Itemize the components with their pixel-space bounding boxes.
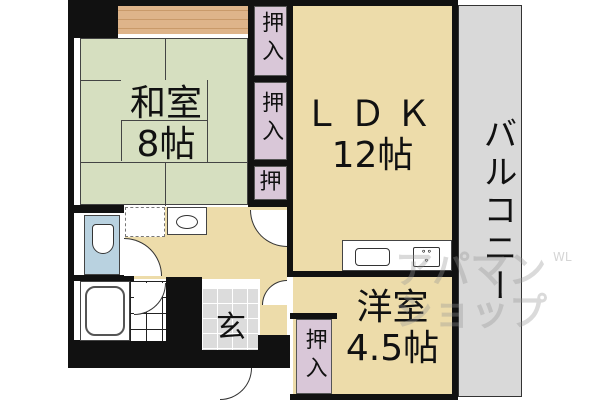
watermark-line2: ショップ [395, 289, 548, 334]
watermark: アパマン ショップ [395, 248, 548, 334]
basin-icon [176, 215, 198, 229]
closet-4: 押入 [296, 319, 332, 394]
genkan-label: 玄 [216, 310, 246, 345]
balcony: バルコニー [458, 5, 522, 397]
outer-wall-top-left [68, 0, 118, 38]
kitchen-counter: ∘∘∘ [342, 240, 452, 271]
room-washitsu: 和室 8帖 [80, 38, 249, 206]
balcony-label: バルコニー [477, 116, 517, 306]
wall-washitsu-right [248, 0, 254, 210]
ldk-label: ＬＤＫ 12帖 [293, 94, 452, 177]
toilet-room [84, 215, 120, 275]
ldk-name: ＬＤＫ [303, 94, 442, 135]
sink-icon [355, 248, 390, 266]
outer-wall-top [68, 0, 458, 6]
ldk-size: 12帖 [331, 135, 414, 177]
watermark-line1: アパマン [395, 248, 547, 292]
room-ldk: ＬＤＫ 12帖 ∘∘∘ [293, 6, 452, 271]
wall-closet-divider-1 [254, 76, 290, 82]
closet-3: 押 [254, 166, 287, 200]
youshitsu-name: 洋室 [356, 287, 429, 328]
stove-icon: ∘∘∘ [413, 247, 440, 267]
washitsu-label: 和室 8帖 [101, 83, 231, 166]
wall-wet-area [74, 205, 124, 213]
outer-wall-left [68, 0, 74, 366]
wall-ldk-bottom [287, 271, 458, 277]
genkan-floor: 玄 [202, 288, 258, 350]
wall-ldk-left [287, 0, 293, 275]
washitsu-size: 8帖 [136, 124, 196, 166]
washroom-shower-area [125, 207, 165, 237]
washitsu-name: 和室 [129, 83, 202, 124]
outer-wall-right [452, 0, 458, 400]
wall-youshitsu-closet [290, 313, 337, 319]
washbasin [167, 207, 207, 235]
toilet-icon [92, 224, 114, 254]
outer-wall-bottom-right [290, 394, 458, 400]
watermark-small: WL [553, 250, 572, 264]
wall-closet-divider-2 [254, 160, 290, 166]
wood-engawa-strip [118, 6, 248, 34]
wall-bath-right [166, 277, 202, 342]
wall-toilet-bath [74, 275, 134, 281]
youshitsu-label: 洋室 4.5帖 [333, 287, 452, 370]
bathtub-icon [85, 286, 125, 336]
front-door[interactable] [220, 368, 252, 400]
wall-closet-bottom [248, 200, 290, 207]
closet-2: 押入 [254, 82, 287, 160]
bath-room [80, 281, 130, 341]
closet-1: 押入 [254, 6, 287, 76]
youshitsu-size: 4.5帖 [345, 328, 440, 370]
wall-genkan-right [258, 335, 290, 368]
